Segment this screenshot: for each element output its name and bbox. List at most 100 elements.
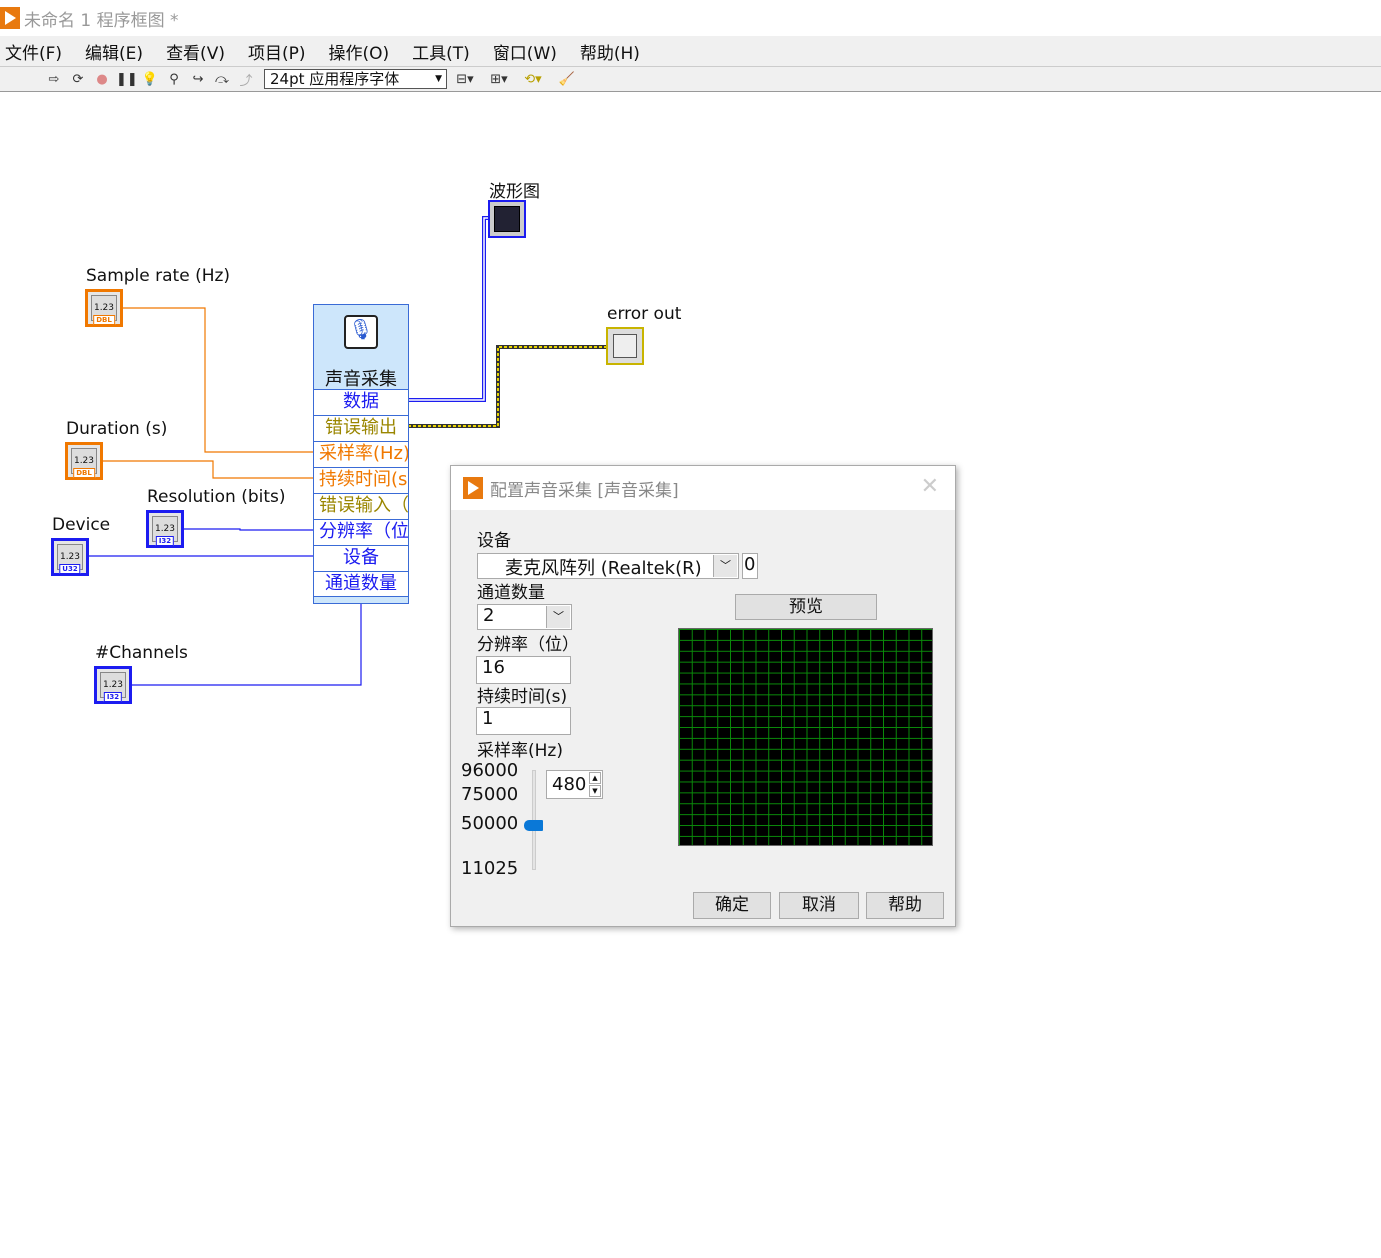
waveform-graph-indicator[interactable] [488,200,526,238]
menu-tools[interactable]: 工具(T) [412,43,470,64]
error-out-label: error out [607,304,682,324]
terminal-sample-rate[interactable]: 采样率(Hz) [314,441,408,467]
slider-thumb[interactable] [524,820,543,831]
type-tag: DBL [93,315,115,325]
align-objects-icon[interactable]: ⊟▾ [456,71,474,87]
resolution-input[interactable]: 16 [476,656,571,684]
step-into-icon[interactable]: ↪ [192,71,204,87]
rate-tick-50000: 50000 [461,813,519,834]
dialog-title: 配置声音采集 [声音采集] [490,480,679,501]
help-button[interactable]: 帮助 [866,892,944,919]
reorder-icon[interactable]: ⟲▾ [524,71,542,87]
resolution-label: 分辨率（位） [477,635,579,655]
labview-icon [463,477,483,499]
resolution-label: Resolution (bits) [147,487,286,507]
wire-channels [131,604,362,686]
device-label: Device [52,515,111,535]
terminal-duration[interactable]: 持续时间(s) [314,467,408,493]
device-label: 设备 [477,531,511,551]
close-icon[interactable]: ✕ [920,474,939,499]
terminal-device[interactable]: 设备 [314,545,408,571]
graph-icon [494,206,520,232]
terminal-error-in[interactable]: 错误输入（ [314,493,408,519]
terminal-resolution[interactable]: 分辨率（位 [314,519,408,545]
menu-file[interactable]: 文件(F) [5,43,63,64]
error-cluster-icon [613,334,637,358]
menu-operate[interactable]: 操作(O) [328,43,390,64]
pause-icon[interactable]: ❚❚ [116,71,138,87]
menu-edit[interactable]: 编辑(E) [85,43,144,64]
rate-tick-75000: 75000 [461,784,519,805]
wire-error [408,345,608,428]
title-bar: 未命名 1 程序框图 * [0,0,1381,36]
terminal-data[interactable]: 数据 [314,389,408,415]
ok-button[interactable]: 确定 [693,892,771,919]
type-tag: DBL [73,468,95,478]
duration-input[interactable]: 1 [476,707,571,735]
sound-acquisition-express-vi[interactable]: 🎙 声音采集 数据 错误输出 采样率(Hz) 持续时间(s) 错误输入（ 分辨率… [313,304,409,604]
sample-rate-label: 采样率(Hz) [477,741,563,761]
increment-icon[interactable]: ▲ [589,772,601,784]
wire-data [408,216,490,402]
chevron-down-icon[interactable]: ﹀ [546,606,570,628]
waveform-label: 波形图 [489,182,540,202]
cleanup-diagram-icon[interactable]: 🧹 [558,71,576,87]
terminal-channels[interactable]: 通道数量 [314,571,408,597]
channels-label: #Channels [95,643,188,663]
device-index[interactable]: 0 [742,553,758,579]
type-tag: I32 [103,692,123,702]
wire-resolution [183,528,315,531]
duration-label: Duration (s) [66,419,168,439]
highlight-execution-icon[interactable]: 💡 [141,71,159,87]
sample-rate-numeric[interactable]: 480 ▲ ▼ [546,770,603,799]
dialog-title-bar: 配置声音采集 [声音采集] ✕ [451,466,955,510]
value: 1.23 [73,456,95,466]
menu-help[interactable]: 帮助(H) [579,43,640,64]
node-title: 声音采集 [325,369,397,390]
chevron-down-icon[interactable]: ﹀ [713,555,737,577]
step-over-icon[interactable]: ⤼ [215,71,229,87]
error-out-indicator[interactable] [606,327,644,365]
menu-window[interactable]: 窗口(W) [492,43,557,64]
font-select[interactable]: 24pt 应用程序字体▼ [264,69,447,89]
preview-graph [678,628,933,846]
device-dropdown[interactable]: 麦克风阵列 (Realtek(R)﹀ [477,553,739,579]
value: 1.23 [102,680,124,690]
sample-rate-label: Sample rate (Hz) [86,266,231,286]
rate-tick-11025: 11025 [461,858,519,879]
cancel-button[interactable]: 取消 [779,892,859,919]
run-icon[interactable]: ⇨ [48,71,60,87]
rate-tick-96000: 96000 [461,760,519,781]
terminal-error-out[interactable]: 错误输出 [314,415,408,441]
abort-icon[interactable]: ● [96,71,108,87]
menu-bar: 文件(F) 编辑(E) 查看(V) 项目(P) 操作(O) 工具(T) 窗口(W… [0,36,1381,66]
distribute-objects-icon[interactable]: ⊞▾ [490,71,508,87]
window-title: 未命名 1 程序框图 * [24,10,179,31]
decrement-icon[interactable]: ▼ [589,785,601,797]
channels-value: 2 [483,605,495,626]
menu-view[interactable]: 查看(V) [166,43,225,64]
microphone-icon: 🎙 [344,315,378,349]
step-out-icon[interactable]: ⤴ [239,73,253,89]
retain-wire-values-icon[interactable]: ⚲ [169,71,179,87]
duration-label: 持续时间(s) [477,687,568,707]
toolbar: ⇨ ⟳ ● ❚❚ 💡 ⚲ ↪ ⤼ ⤴ 24pt 应用程序字体▼ ⊟▾ ⊞▾ ⟲▾… [0,66,1381,92]
type-tag: I32 [155,536,175,546]
font-select-value: 24pt 应用程序字体 [270,70,400,88]
wire-sample-rate [122,307,315,453]
type-tag: U32 [59,564,81,574]
run-continuously-icon[interactable]: ⟳ [72,71,84,87]
channels-label: 通道数量 [477,583,545,603]
channels-dropdown[interactable]: 2﹀ [477,604,572,630]
configure-sound-acquisition-dialog: 配置声音采集 [声音采集] ✕ 设备 麦克风阵列 (Realtek(R)﹀ 0 … [450,465,956,927]
preview-button[interactable]: 预览 [735,594,877,620]
wire-duration [102,460,315,479]
value: 1.23 [154,524,176,534]
menu-project[interactable]: 项目(P) [247,43,306,64]
